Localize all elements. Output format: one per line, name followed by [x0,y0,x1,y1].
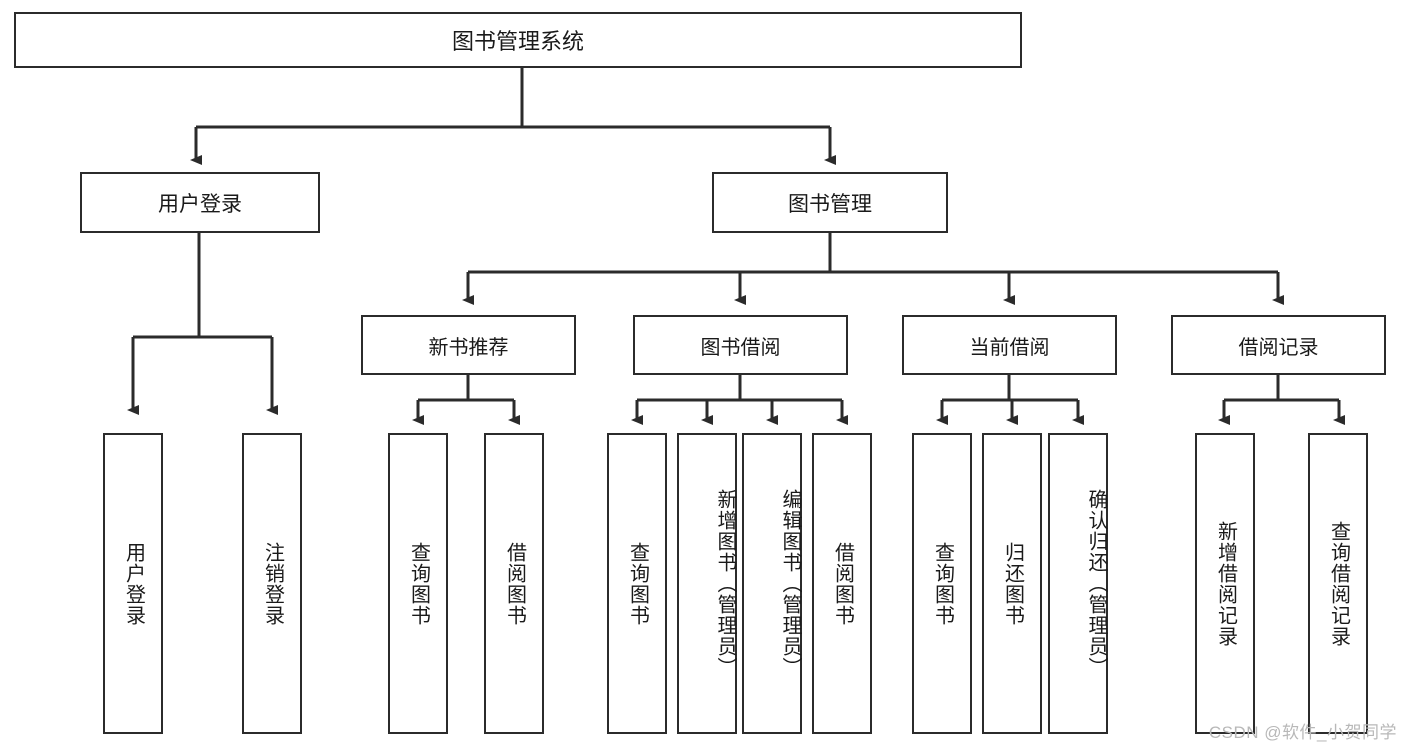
leaf-label: 注销登录 [261,541,284,626]
node-user-login-label: 用户登录 [158,192,242,216]
node-book-borrow[interactable]: 图书借阅 [633,315,848,375]
leaf-label: 编辑图书（管理员） [779,489,801,678]
node-book-management-label: 图书管理 [788,192,872,216]
node-book-borrow-label: 图书借阅 [700,336,781,359]
leaf-label: 查询借阅记录 [1327,520,1350,647]
leaf-label: 查询图书 [407,541,430,626]
leaf-label: 新增借阅记录 [1214,520,1237,647]
leaf-label: 归还图书 [1001,541,1024,626]
leaf-user-login-logout[interactable]: 注销登录 [242,433,302,734]
leaf-borrow-edit-book[interactable]: 编辑图书（管理员） [742,433,802,734]
node-new-book-recommend-label: 新书推荐 [428,336,509,359]
node-current-borrow[interactable]: 当前借阅 [902,315,1117,375]
leaf-borrow-borrow-book[interactable]: 借阅图书 [812,433,872,734]
node-book-management[interactable]: 图书管理 [712,172,948,233]
leaf-borrow-query-book[interactable]: 查询图书 [607,433,667,734]
leaf-new-book-borrow[interactable]: 借阅图书 [484,433,544,734]
leaf-user-login-login[interactable]: 用户登录 [103,433,163,734]
leaf-record-query[interactable]: 查询借阅记录 [1308,433,1368,734]
leaf-label: 查询图书 [626,541,649,626]
leaf-label: 查询图书 [931,541,954,626]
node-user-login[interactable]: 用户登录 [80,172,320,233]
leaf-label: 借阅图书 [831,541,854,626]
leaf-current-return-book[interactable]: 归还图书 [982,433,1042,734]
node-borrow-record-label: 借阅记录 [1238,336,1319,359]
node-root[interactable]: 图书管理系统 [14,12,1022,68]
leaf-borrow-add-book[interactable]: 新增图书（管理员） [677,433,737,734]
leaf-label: 确认归还（管理员） [1085,489,1107,678]
leaf-label: 用户登录 [122,541,145,626]
node-new-book-recommend[interactable]: 新书推荐 [361,315,576,375]
watermark: CSDN @软件_小贺同学 [1208,723,1397,742]
leaf-current-query-book[interactable]: 查询图书 [912,433,972,734]
leaf-label: 借阅图书 [503,541,526,626]
leaf-current-confirm-return[interactable]: 确认归还（管理员） [1048,433,1108,734]
leaf-label: 新增图书（管理员） [714,489,736,678]
leaf-record-add[interactable]: 新增借阅记录 [1195,433,1255,734]
node-borrow-record[interactable]: 借阅记录 [1171,315,1386,375]
node-root-label: 图书管理系统 [451,29,584,54]
leaf-new-book-query[interactable]: 查询图书 [388,433,448,734]
node-current-borrow-label: 当前借阅 [969,336,1050,359]
